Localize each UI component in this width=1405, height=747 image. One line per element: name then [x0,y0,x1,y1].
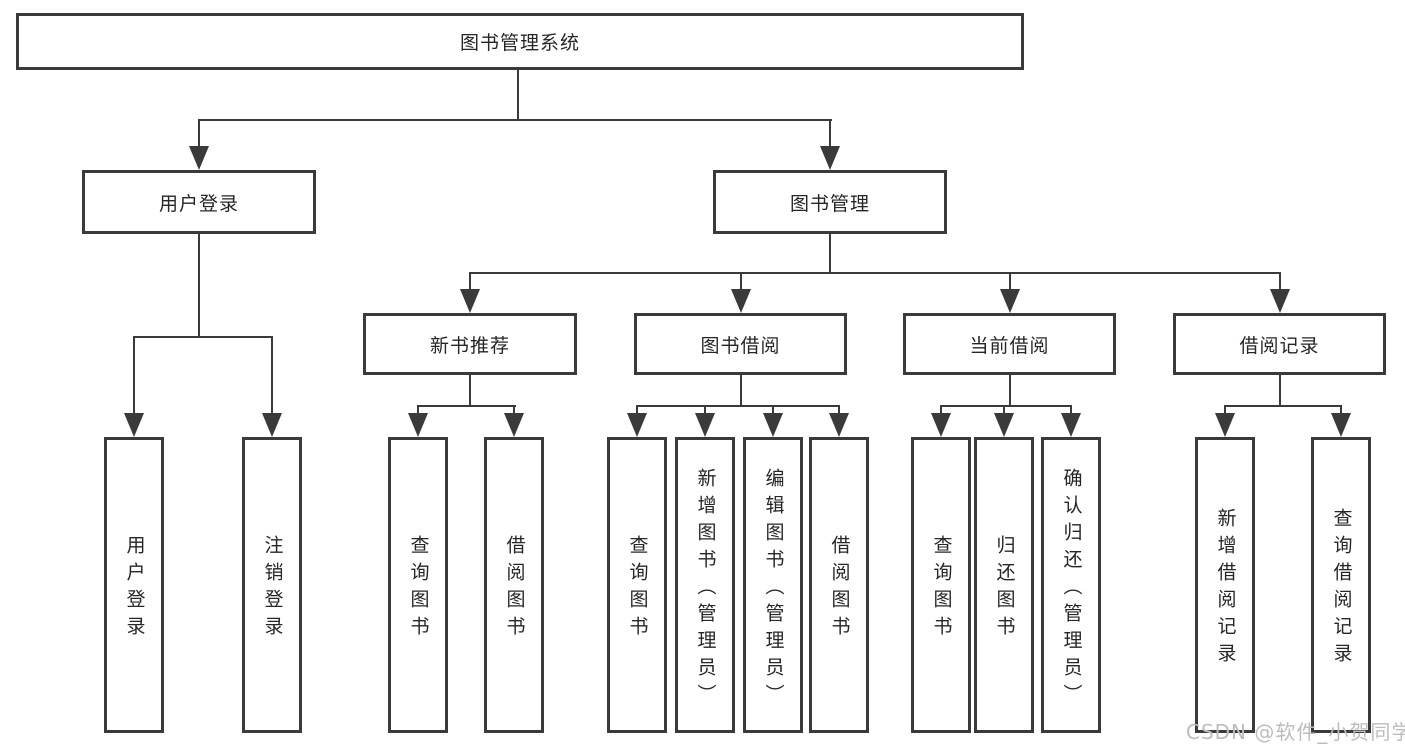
node-label: 图书管理 [789,192,870,215]
connector-line [469,272,1281,274]
leaf-borrow-books-recommend: 借阅图书 [484,437,544,733]
arrowhead-icon [124,413,144,437]
arrowhead-icon [1000,289,1020,313]
connector-line [940,405,1072,407]
connector-line [704,405,706,419]
connector-line [469,272,471,292]
leaf-logout: 注销登录 [242,437,302,733]
connector-line [1279,375,1281,407]
arrowhead-icon [695,413,715,437]
connector-line [198,234,200,338]
node-label: 编辑图书（管理员） [762,467,785,711]
connector-line [740,375,742,407]
node-current-borrowing: 当前借阅 [903,313,1116,375]
connector-line [1279,272,1281,292]
node-new-book-recommendation: 新书推荐 [363,313,577,375]
node-borrowing-records: 借阅记录 [1173,313,1386,375]
connector-line [198,119,200,153]
arrowhead-icon [460,289,480,313]
node-label: 新增图书（管理员） [694,467,717,711]
leaf-borrow-books-borrowing: 借阅图书 [809,437,869,733]
node-label: 新增借阅记录 [1214,508,1237,670]
connector-line [940,405,942,419]
node-label: 用户登录 [123,535,146,643]
connector-line [417,405,419,419]
node-label: 借阅图书 [828,535,851,643]
node-label: 注销登录 [261,535,284,643]
connector-line [513,405,515,419]
node-label: 查询借阅记录 [1330,508,1353,670]
arrowhead-icon [408,413,428,437]
node-label: 图书管理系统 [459,32,580,54]
arrowhead-icon [504,413,524,437]
node-label: 当前借阅 [969,334,1050,357]
leaf-return-books: 归还图书 [974,437,1034,733]
arrowhead-icon [829,413,849,437]
node-label: 查询图书 [626,535,649,643]
connector-line [198,119,832,121]
node-book-management: 图书管理 [713,170,947,234]
connector-line [1224,405,1342,407]
connector-line [829,119,831,153]
arrowhead-icon [931,413,951,437]
arrowhead-icon [1215,413,1235,437]
leaf-confirm-return-admin: 确认归还（管理员） [1041,437,1101,733]
connector-line [133,336,273,338]
arrowhead-icon [1270,289,1290,313]
connector-line [772,405,774,419]
arrowhead-icon [627,413,647,437]
arrowhead-icon [1061,413,1081,437]
arrowhead-icon [763,413,783,437]
connector-line [838,405,840,419]
arrowhead-icon [994,413,1014,437]
node-book-borrowing: 图书借阅 [634,313,847,375]
node-label: 借阅记录 [1239,334,1320,357]
leaf-add-borrow-record: 新增借阅记录 [1195,437,1255,733]
node-label: 归还图书 [993,535,1016,643]
connector-line [1224,405,1226,419]
connector-line [636,405,638,419]
node-label: 用户登录 [158,192,239,215]
node-user-login: 用户登录 [82,170,316,234]
connector-line [829,234,831,274]
connector-line [1009,375,1011,407]
arrowhead-icon [731,289,751,313]
leaf-query-books-current: 查询图书 [911,437,971,733]
csdn-watermark: CSDN @软件_小贺同学 [1186,720,1405,744]
node-label: 借阅图书 [503,535,526,643]
connector-line [417,405,516,407]
node-label: 确认归还（管理员） [1060,467,1083,711]
connector-line [271,336,273,418]
node-library-management-system: 图书管理系统 [16,13,1024,70]
arrowhead-icon [262,413,282,437]
connector-line [636,405,840,407]
leaf-add-books-admin: 新增图书（管理员） [675,437,735,733]
node-label: 图书借阅 [700,334,781,357]
arrowhead-icon [189,146,209,170]
connector-line [517,70,519,120]
connector-line [469,375,471,407]
leaf-query-borrow-record: 查询借阅记录 [1311,437,1371,733]
connector-line [1070,405,1072,419]
connector-line [1340,405,1342,419]
leaf-user-login: 用户登录 [104,437,164,733]
node-label: 查询图书 [930,535,953,643]
node-label: 新书推荐 [429,334,510,357]
leaf-edit-books-admin: 编辑图书（管理员） [743,437,803,733]
arrowhead-icon [1331,413,1351,437]
connector-line [740,272,742,292]
connector-line [1009,272,1011,292]
leaf-query-books-recommend: 查询图书 [388,437,448,733]
node-label: 查询图书 [407,535,430,643]
arrowhead-icon [820,146,840,170]
leaf-query-books-borrowing: 查询图书 [607,437,667,733]
connector-line [133,336,135,418]
connector-line [1003,405,1005,419]
